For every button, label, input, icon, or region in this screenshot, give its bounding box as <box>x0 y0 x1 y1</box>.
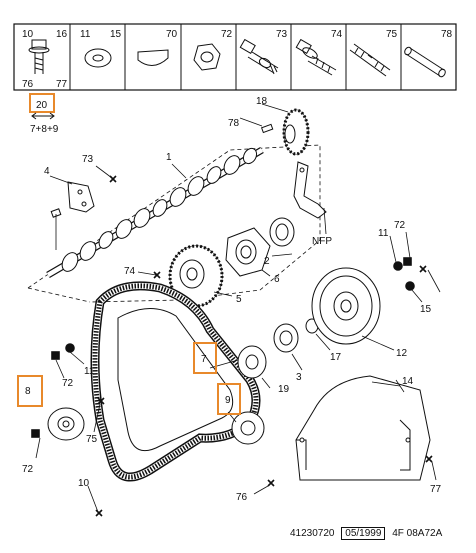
label-72-lower: 72 <box>22 464 34 475</box>
header-label: 70 <box>166 29 178 40</box>
roller-bushing <box>237 345 267 379</box>
header-label: 10 <box>22 29 34 40</box>
label-11-lower: 11 <box>84 366 95 377</box>
woodruff-key-icon <box>137 49 169 66</box>
callout-box-9 <box>217 383 241 415</box>
tensioner-roller <box>47 407 85 441</box>
camshaft-gear <box>282 108 310 156</box>
footer-ref: 41230720 <box>290 528 335 539</box>
oil-seal <box>269 217 295 247</box>
header-label: 16 <box>56 29 68 40</box>
label-76: 76 <box>236 492 248 503</box>
crank-seal <box>273 323 299 353</box>
header-label: 11 <box>80 29 91 40</box>
label-78: 78 <box>228 118 240 129</box>
label-14: 14 <box>402 376 414 387</box>
small-pin <box>50 208 62 218</box>
camshaft-sprocket <box>168 244 224 308</box>
header-label: 76 <box>22 79 34 90</box>
callout-box-8 <box>17 375 43 407</box>
label-15: 15 <box>420 304 432 315</box>
label-11-upper: 11 <box>378 228 389 239</box>
header-label: 78 <box>441 29 453 40</box>
dowel-pin <box>260 123 274 134</box>
label-18: 18 <box>256 96 268 107</box>
label-77: 77 <box>430 484 442 495</box>
label-1: 1 <box>166 152 172 163</box>
header-label: 75 <box>386 29 398 40</box>
camshaft <box>46 146 264 279</box>
sensor-bracket <box>293 161 327 219</box>
label-5: 5 <box>236 294 242 305</box>
flat-washer-icon <box>84 48 112 68</box>
label-7: 7 <box>201 354 207 365</box>
label-3: 3 <box>296 372 302 383</box>
bearing-housing <box>225 227 271 277</box>
label-73: 73 <box>82 154 94 165</box>
callout-number: 20 <box>36 100 48 111</box>
bracket <box>67 181 95 213</box>
callout-20: 20 7+8+9 <box>29 93 59 135</box>
dowel-pin-icon <box>404 46 446 78</box>
header-label: 73 <box>276 29 288 40</box>
header-label: 15 <box>110 29 122 40</box>
label-4: 4 <box>44 166 50 177</box>
parts-header: 10 16 76 77 11 15 70 72 73 74 75 78 <box>13 23 457 91</box>
header-label: 77 <box>56 79 68 90</box>
label-19: 19 <box>278 384 290 395</box>
label-9: 9 <box>225 395 231 406</box>
timing-belt <box>90 281 261 482</box>
label-2: 2 <box>264 256 270 267</box>
header-label: 72 <box>221 29 233 40</box>
flange-bolt-icon <box>295 38 337 76</box>
bolt-with-washer-icon <box>28 39 50 74</box>
header-label: 74 <box>331 29 343 40</box>
part-labels: 1 2 3 4 5 6 7 8 9 10 11 11 12 14 15 17 1… <box>22 96 442 503</box>
footer-date: 05/1999 <box>341 527 386 540</box>
shoulder-bolt-icon <box>239 38 279 75</box>
leader-lines <box>35 103 441 513</box>
crankshaft-pulley <box>311 267 381 345</box>
label-72-upper: 72 <box>394 220 406 231</box>
footer: 41230720 05/1999 4F 08A72A <box>290 527 446 540</box>
label-6: 6 <box>274 274 280 285</box>
label-8: 8 <box>25 386 31 397</box>
callout-subtext: 7+8+9 <box>30 124 59 135</box>
callout-box-7 <box>193 342 217 374</box>
label-12: 12 <box>396 348 408 359</box>
footer-code: 4F 08A72A <box>392 528 443 539</box>
stud-bolt-icon <box>349 43 391 77</box>
label-72-middle: 72 <box>62 378 74 389</box>
label-10: 10 <box>78 478 90 489</box>
label-75: 75 <box>86 434 98 445</box>
fastener-marks <box>31 175 433 517</box>
label-74: 74 <box>124 266 136 277</box>
idler-roller <box>231 411 265 445</box>
label-17: 17 <box>330 352 342 363</box>
timing-cover <box>295 375 431 481</box>
label-nfp: NFP <box>312 236 332 247</box>
hex-nut-icon <box>193 43 221 71</box>
